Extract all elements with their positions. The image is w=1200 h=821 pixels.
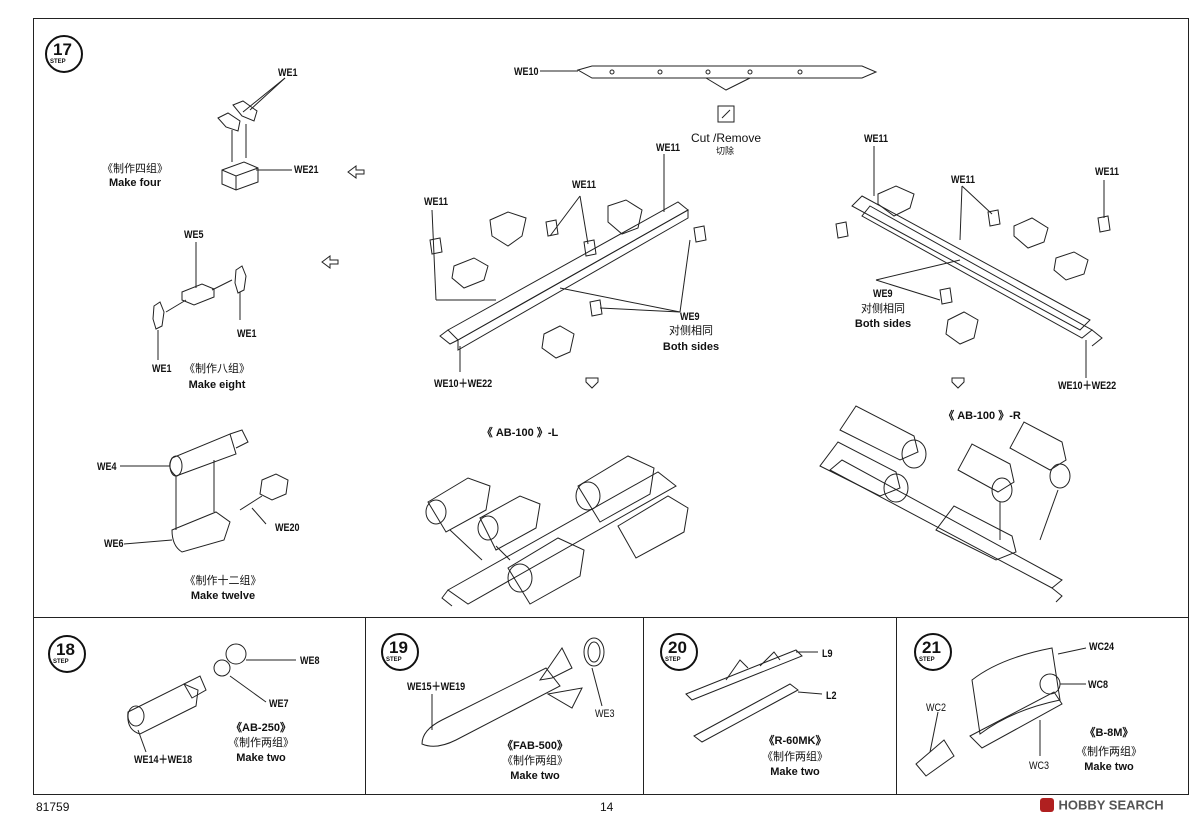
right-part-label-we11-c: WE11 (1095, 166, 1120, 178)
left-part-label-we11-a: WE11 (424, 196, 449, 208)
fab500-make-two-cn: 《制作两组》 (502, 754, 568, 767)
make-eight-cn: 《制作八组》 (184, 362, 250, 375)
left-both-sides-cn: 对侧相同 (669, 324, 713, 337)
part-label-we1-mid-right: WE1 (237, 328, 257, 340)
part-label-l9: L9 (822, 648, 833, 660)
ab100-l-label: 《 AB-100 》-L (481, 427, 559, 439)
step21-panel (896, 617, 1189, 795)
ab250-name: 《AB-250》 (231, 722, 291, 734)
b8m-make-two-en: Make two (1084, 761, 1134, 773)
fab500-name: 《FAB-500》 (501, 740, 569, 752)
right-part-label-we10-we22: WE10＋WE22 (1058, 380, 1117, 392)
watermark: HOBBY SEARCH (1040, 796, 1164, 814)
part-label-wc24: WC24 (1089, 641, 1115, 653)
part-label-we10: WE10 (514, 66, 539, 78)
part-label-we4: WE4 (97, 461, 117, 473)
fab500-make-two-en: Make two (510, 770, 560, 782)
part-label-we1-top: WE1 (278, 67, 298, 79)
page-number: 14 (600, 800, 614, 814)
r60mk-make-two-cn: 《制作两组》 (762, 750, 828, 763)
ab100-r-label: 《 AB-100 》-R (943, 410, 1021, 422)
part-label-we21: WE21 (294, 164, 319, 176)
r60mk-make-two-en: Make two (770, 766, 820, 778)
step-17-badge: 17 STEP (44, 34, 84, 74)
step-19-badge: 19 STEP (380, 632, 420, 672)
watermark-logo-icon (1040, 797, 1054, 812)
right-part-label-we11-b: WE11 (951, 174, 976, 186)
right-part-label-we9: WE9 (873, 288, 893, 300)
left-part-label-we9: WE9 (680, 311, 700, 323)
part-label-we1-mid-left: WE1 (152, 363, 172, 375)
part-label-wc3: WC3 (1029, 760, 1050, 772)
make-twelve-cn: 《制作十二组》 (184, 574, 262, 587)
part-label-wc2: WC2 (926, 702, 947, 714)
part-label-we8: WE8 (300, 655, 320, 667)
cut-remove-label: Cut /Remove (690, 131, 762, 145)
part-label-we20: WE20 (275, 522, 300, 534)
cut-remove-cn: 切除 (715, 147, 734, 157)
kit-number: 81759 (36, 800, 70, 814)
part-label-we5: WE5 (184, 229, 204, 241)
r60mk-name: 《R-60MK》 (763, 735, 827, 747)
step-20-badge: 20 STEP (659, 632, 699, 672)
make-eight-en: Make eight (188, 379, 246, 391)
left-both-sides-en: Both sides (662, 341, 720, 353)
ab250-make-two-cn: 《制作两组》 (228, 736, 294, 749)
right-both-sides-en: Both sides (854, 318, 912, 330)
b8m-name: 《B-8M》 (1084, 727, 1134, 739)
step-18-badge: 18 STEP (47, 634, 87, 674)
part-label-we15-we19: WE15＋WE19 (407, 681, 466, 693)
part-label-we7: WE7 (269, 698, 289, 710)
make-four-cn: 《制作四组》 (102, 162, 168, 175)
make-twelve-en: Make twelve (190, 590, 256, 602)
ab250-make-two-en: Make two (236, 752, 286, 764)
right-both-sides-cn: 对侧相同 (861, 302, 905, 315)
part-label-l2: L2 (826, 690, 837, 702)
part-label-we14-we18: WE14＋WE18 (134, 754, 193, 766)
left-part-label-we10-we22: WE10＋WE22 (434, 378, 493, 390)
left-part-label-we11-c: WE11 (656, 142, 681, 154)
b8m-make-two-cn: 《制作两组》 (1076, 745, 1142, 758)
left-part-label-we11-b: WE11 (572, 179, 597, 191)
right-part-label-we11-a: WE11 (864, 133, 889, 145)
part-label-we6: WE6 (104, 538, 124, 550)
part-label-we3: WE3 (595, 708, 615, 720)
step-21-badge: 21 STEP (913, 632, 953, 672)
part-label-wc8: WC8 (1088, 679, 1109, 691)
make-four-en: Make four (109, 177, 161, 189)
